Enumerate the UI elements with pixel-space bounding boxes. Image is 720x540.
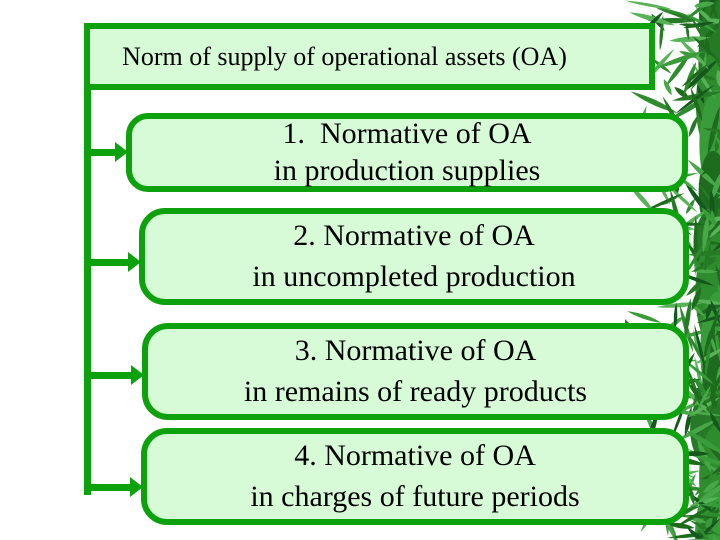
slide-title: Norm of supply of operational assets (OA…: [122, 41, 567, 71]
box-line: in remains of ready products: [243, 374, 588, 408]
connector-arrow-2: [91, 252, 141, 272]
right-arrowhead-icon: [128, 252, 141, 272]
box-line: in uncompleted production: [252, 259, 576, 293]
connector-arrow-1: [91, 142, 128, 162]
box-line: 4. Normative of OA: [294, 438, 536, 472]
box-line: 3. Normative of OA: [294, 333, 537, 367]
connector-arrow-4: [91, 477, 143, 497]
box-line: 1. Normative of OA: [282, 116, 532, 150]
connector-vertical-line: [84, 88, 91, 495]
right-arrowhead-icon: [131, 365, 144, 385]
box-line: in charges of future periods: [250, 479, 580, 513]
arrow-shaft: [91, 483, 132, 491]
connector-arrow-3: [91, 365, 144, 385]
normative-box-1: 1. Normative of OA in production supplie…: [126, 113, 688, 192]
box-line: 2. Normative of OA: [293, 218, 535, 252]
normative-box-4: 4. Normative of OA in charges of future …: [141, 428, 689, 525]
plant-foliage-image: [625, 0, 720, 540]
arrow-shaft: [91, 148, 117, 156]
normative-box-3: 3. Normative of OA in remains of ready p…: [142, 323, 689, 420]
arrow-shaft: [91, 258, 130, 266]
box-line: in production supplies: [273, 153, 541, 187]
arrow-shaft: [91, 371, 133, 379]
normative-box-2: 2. Normative of OA in uncompleted produc…: [139, 208, 689, 305]
title-box: Norm of supply of operational assets (OA…: [84, 23, 655, 90]
right-arrowhead-icon: [130, 477, 143, 497]
right-arrowhead-icon: [115, 142, 128, 162]
